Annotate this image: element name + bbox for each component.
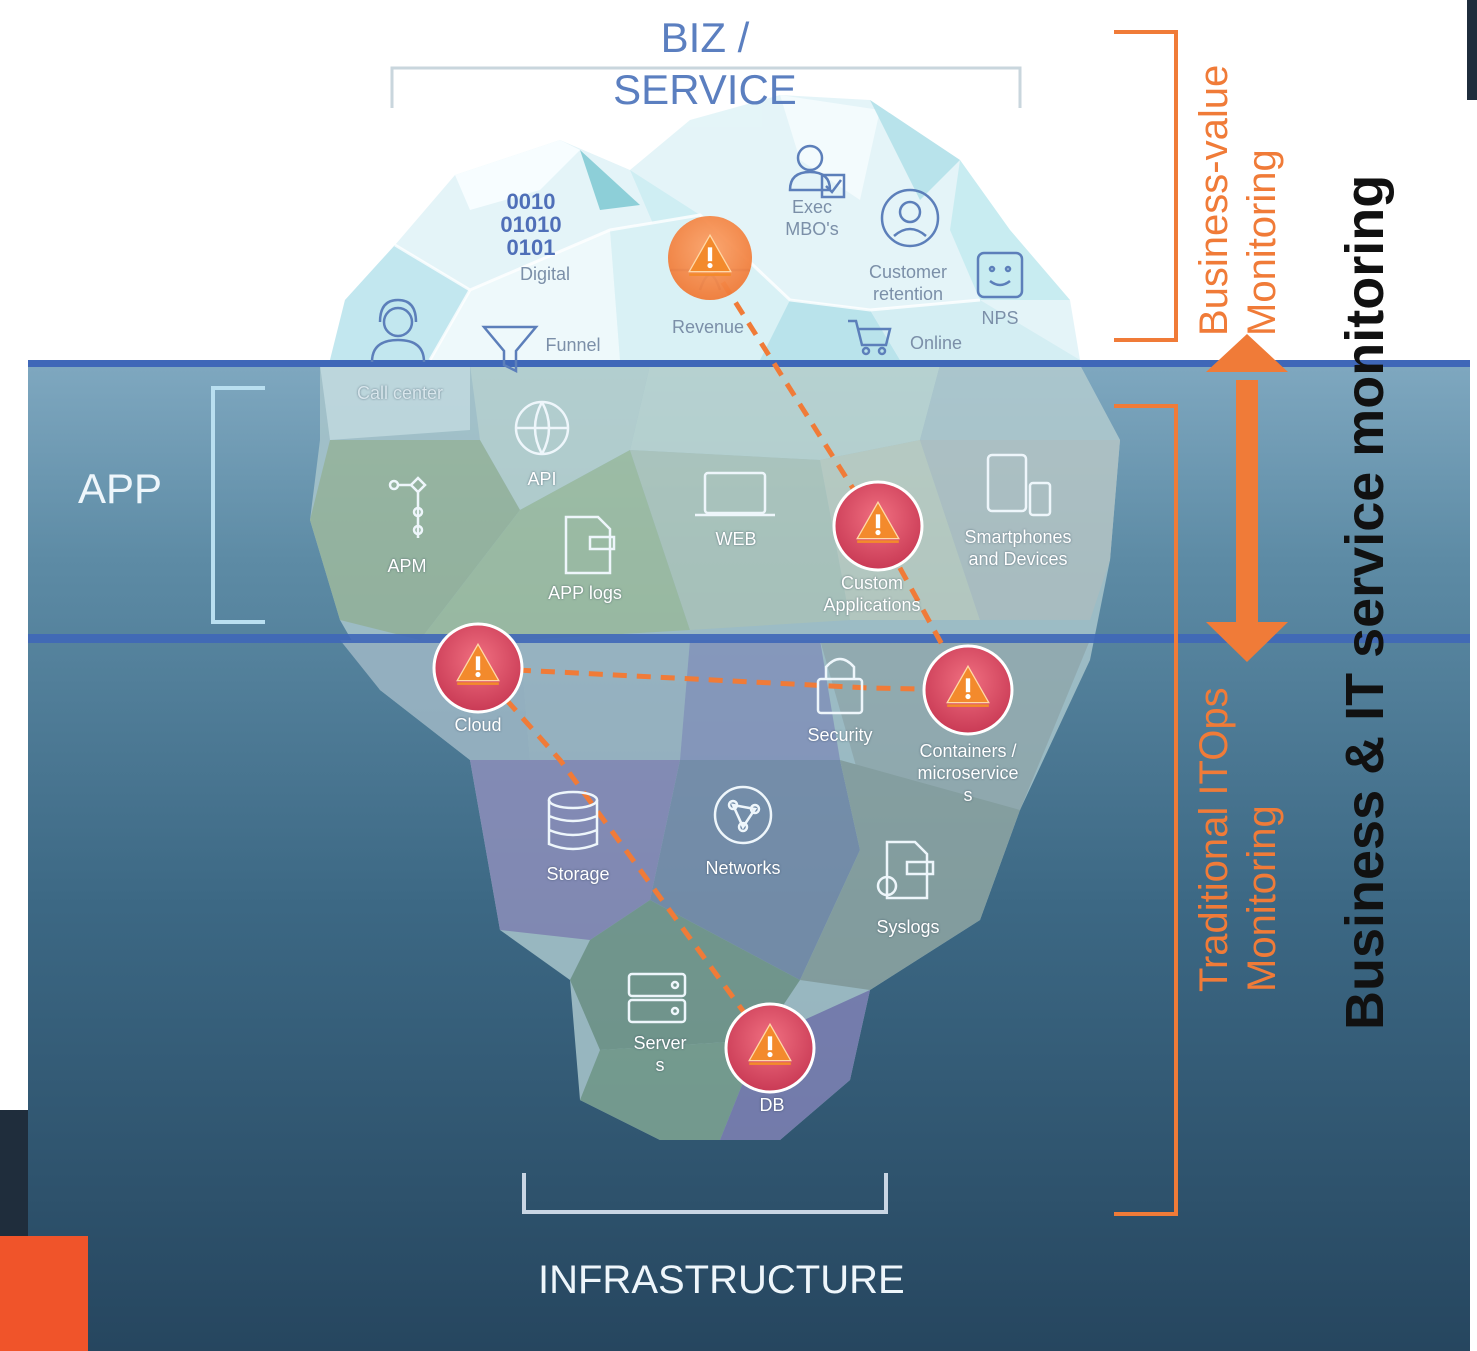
smartphones-line: and Devices [968,549,1068,569]
headset-icon [370,298,426,363]
call-center-label: Call center [356,383,444,403]
orange-corner-block [0,1236,88,1351]
business-value-line: Monitoring [1240,149,1284,336]
funnel-label: Funnel [545,335,601,355]
water-line-surface [28,360,1470,367]
user-check-icon [788,144,846,199]
infrastructure-label: INFRASTRUCTURE [538,1258,905,1302]
servers-line: s [655,1055,665,1075]
security-label: Security [807,725,873,745]
itops-bracket [1114,404,1178,1216]
nps-label: NPS [981,308,1019,328]
containers-line: s [963,785,973,805]
containers-line: microservice [917,763,1019,783]
warning-triangle-icon-containers [922,644,1014,736]
infra-bracket [522,1173,888,1214]
apm-label: APM [387,556,427,576]
storage-label: Storage [546,864,610,884]
lock-icon [816,657,864,715]
dark-top-right-block [1467,0,1477,100]
digital-code-line: 0010 [506,189,556,214]
business-value-monitoring-label: Business-value Monitoring [1190,65,1286,336]
custom-applications-line: Applications [823,595,921,615]
exec-mbos-line: Exec [791,197,833,217]
revenue-label: Revenue [671,317,745,337]
biz-bracket [390,66,1022,108]
traditional-itops-line: Traditional ITOps [1192,687,1236,992]
server-icon [627,972,687,1024]
water-line-app [28,634,1470,643]
support-agent-icon [880,188,940,248]
double-arrow [1206,334,1288,662]
smartphones-label: Smartphones and Devices [964,526,1071,570]
flow-icon [388,476,427,538]
iceberg-top [330,95,1080,361]
custom-applications-line: Custom [840,573,903,593]
app-bracket [211,386,265,624]
warning-triangle-icon-db [724,1002,816,1094]
funnel-icon [481,325,539,374]
biz-service-text: BIZ /SERVICE [613,14,797,113]
warning-triangle-icon-revenue [668,216,752,300]
warning-triangle-icon-cloud [432,622,524,714]
business-it-service-monitoring-title: Business & IT service monitoring [1335,174,1395,1030]
cart-icon [848,319,892,356]
digital-code-line: 01010 [500,212,562,237]
laptop-icon [695,471,775,517]
cloud-label: Cloud [454,715,502,735]
servers-line: Server [633,1033,687,1053]
network-icon [713,785,773,845]
gear-file-icon [876,840,935,900]
containers-line: Containers / [919,741,1017,761]
customer-retention-line: retention [872,284,944,304]
biz-service-label: BIZ /SERVICE [560,12,850,116]
web-label: WEB [715,529,757,549]
networks-label: Networks [705,858,781,878]
custom-applications-label: Custom Applications [823,572,920,616]
traditional-itops-monitoring-label: Traditional ITOps Monitoring [1190,687,1286,992]
traditional-itops-line: Monitoring [1240,805,1284,992]
customer-retention-label: Customer retention [869,261,947,305]
exec-mbos-label: Exec MBO's [785,196,838,240]
business-value-bracket [1114,30,1178,342]
syslogs-label: Syslogs [876,917,940,937]
smiley-icon [976,251,1024,299]
api-label: API [527,469,557,489]
app-logs-label: APP logs [548,583,622,603]
phone-tablet-icon [986,453,1052,517]
file-icon [564,515,616,575]
servers-label: Server s [633,1032,686,1076]
database-icon [547,790,599,851]
globe-icon [514,400,570,456]
exec-mbos-line: MBO's [785,219,839,239]
smartphones-line: Smartphones [964,527,1072,547]
digital-code-line: 0101 [506,235,556,260]
digital-code: 0010 01010 0101 [488,190,574,259]
warning-triangle-icon-custom-apps [832,480,924,572]
app-label: APP [78,465,163,512]
db-label: DB [759,1095,785,1115]
online-label: Online [909,333,963,353]
digital-label: Digital [519,264,571,284]
containers-label: Containers / microservice s [917,740,1018,806]
customer-retention-line: Customer [868,262,948,282]
business-value-line: Business-value [1192,64,1236,336]
